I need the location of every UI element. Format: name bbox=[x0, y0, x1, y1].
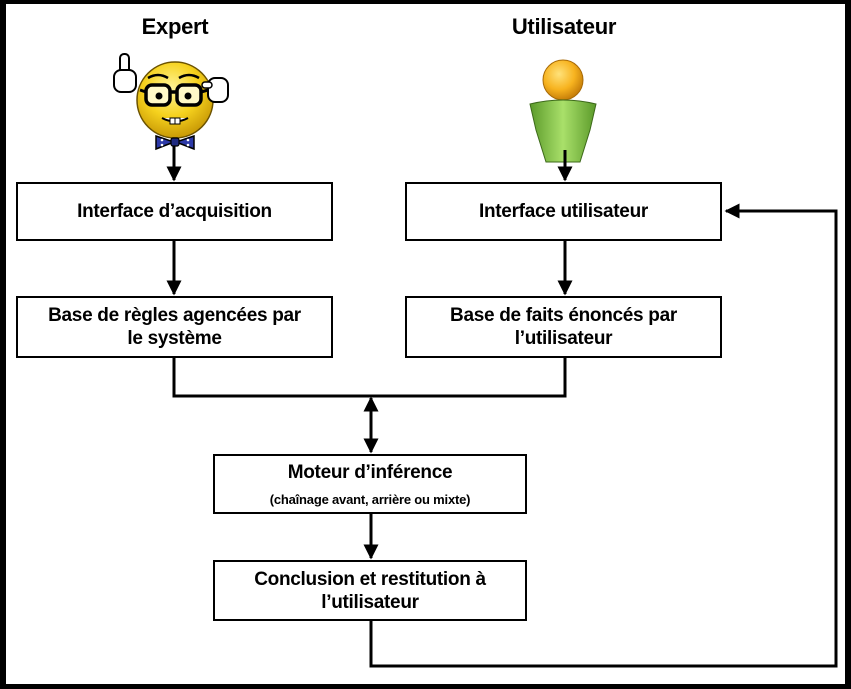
feedback-loop-line bbox=[369, 203, 838, 668]
user-label: Utilisateur bbox=[511, 14, 617, 39]
conclusion-box: Conclusion et restitution à l’utilisateu… bbox=[213, 560, 527, 621]
nerd-smiley-icon bbox=[113, 53, 229, 151]
conclusion-label: Conclusion et restitution à l’utilisateu… bbox=[254, 568, 486, 613]
expert-label: Expert bbox=[141, 14, 209, 39]
rules-base-label: Base de règles agencées par le système bbox=[48, 305, 301, 349]
user-person-icon bbox=[529, 59, 597, 163]
inference-engine-sublabel: (chaînage avant, arrière ou mixte) bbox=[269, 491, 471, 507]
facts-base-label: Base de faits énoncés par l’utilisateur bbox=[450, 305, 677, 349]
merge-line bbox=[172, 358, 567, 398]
inference-engine-label: Moteur d’inférence bbox=[287, 461, 453, 483]
inference-engine-box: Moteur d’inférence (chaînage avant, arri… bbox=[213, 454, 527, 514]
rules-base-box: Base de règles agencées par le système bbox=[16, 296, 333, 358]
user-interface-label: Interface utilisateur bbox=[479, 201, 648, 222]
user-interface-box: Interface utilisateur bbox=[405, 182, 722, 241]
acquisition-interface-box: Interface d’acquisition bbox=[16, 182, 333, 241]
acquisition-interface-label: Interface d’acquisition bbox=[77, 201, 272, 222]
facts-base-box: Base de faits énoncés par l’utilisateur bbox=[405, 296, 722, 358]
